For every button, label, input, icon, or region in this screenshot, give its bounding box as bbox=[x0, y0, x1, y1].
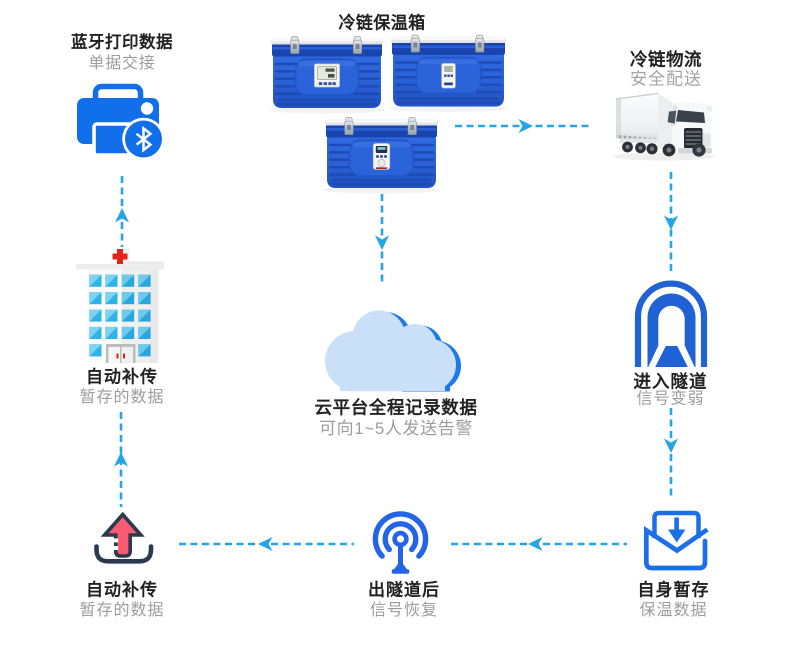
svg-text:云平台全程记录数据: 云平台全程记录数据 bbox=[315, 398, 478, 418]
svg-text:冷链保温箱: 冷链保温箱 bbox=[339, 13, 426, 33]
svg-text:自动补传: 自动补传 bbox=[86, 367, 158, 387]
svg-text:出隧道后: 出隧道后 bbox=[368, 580, 440, 600]
svg-text:自动补传: 自动补传 bbox=[86, 580, 158, 600]
svg-text:冷链物流: 冷链物流 bbox=[630, 50, 702, 70]
svg-text:安全配送: 安全配送 bbox=[630, 70, 702, 89]
svg-text:单据交接: 单据交接 bbox=[88, 54, 155, 72]
svg-text:暂存的数据: 暂存的数据 bbox=[79, 388, 164, 406]
svg-text:信号变弱: 信号变弱 bbox=[636, 390, 704, 408]
svg-text:暂存的数据: 暂存的数据 bbox=[79, 601, 164, 619]
svg-text:蓝牙打印数据: 蓝牙打印数据 bbox=[71, 32, 173, 52]
svg-text:可向1~5人发送告警: 可向1~5人发送告警 bbox=[319, 419, 473, 438]
svg-text:保温数据: 保温数据 bbox=[639, 601, 707, 619]
svg-text:自身暂存: 自身暂存 bbox=[638, 580, 710, 600]
svg-text:进入隧道: 进入隧道 bbox=[634, 372, 708, 392]
svg-text:信号恢复: 信号恢复 bbox=[370, 601, 438, 619]
